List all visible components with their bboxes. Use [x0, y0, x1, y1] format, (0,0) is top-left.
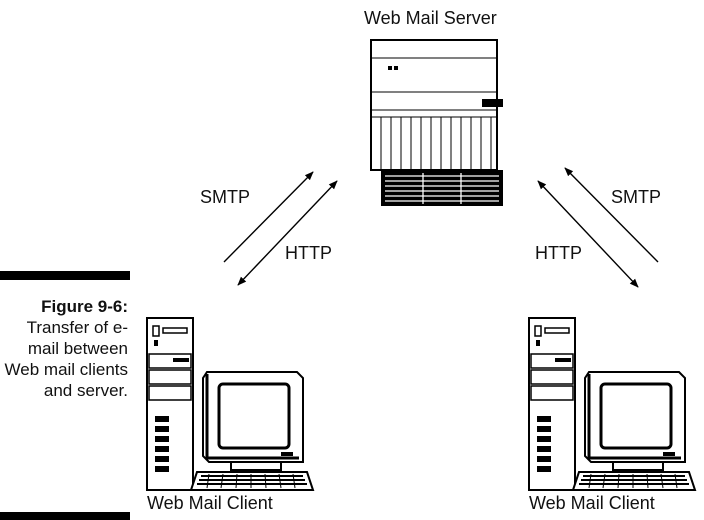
client-label-right: Web Mail Client: [529, 493, 655, 513]
figure-caption: Figure 9-6: Transfer of e-mail between W…: [0, 296, 128, 401]
smtp-arrow-right: [564, 167, 659, 263]
figure-caption-text: Transfer of e-mail between Web mail clie…: [4, 318, 128, 400]
server-icon: [370, 39, 503, 206]
client-computer-icon-right: [527, 316, 697, 492]
caption-rule-bottom: [0, 512, 130, 520]
smtp-arrow-left: [223, 171, 314, 263]
client-computer-icon-left: [145, 316, 315, 492]
caption-rule-top: [0, 271, 130, 280]
client-label-left: Web Mail Client: [147, 493, 273, 513]
figure-number: Figure 9-6:: [41, 297, 128, 316]
http-arrow-left: [237, 180, 338, 286]
server-label: Web Mail Server: [364, 8, 497, 28]
http-arrow-right: [537, 180, 639, 288]
